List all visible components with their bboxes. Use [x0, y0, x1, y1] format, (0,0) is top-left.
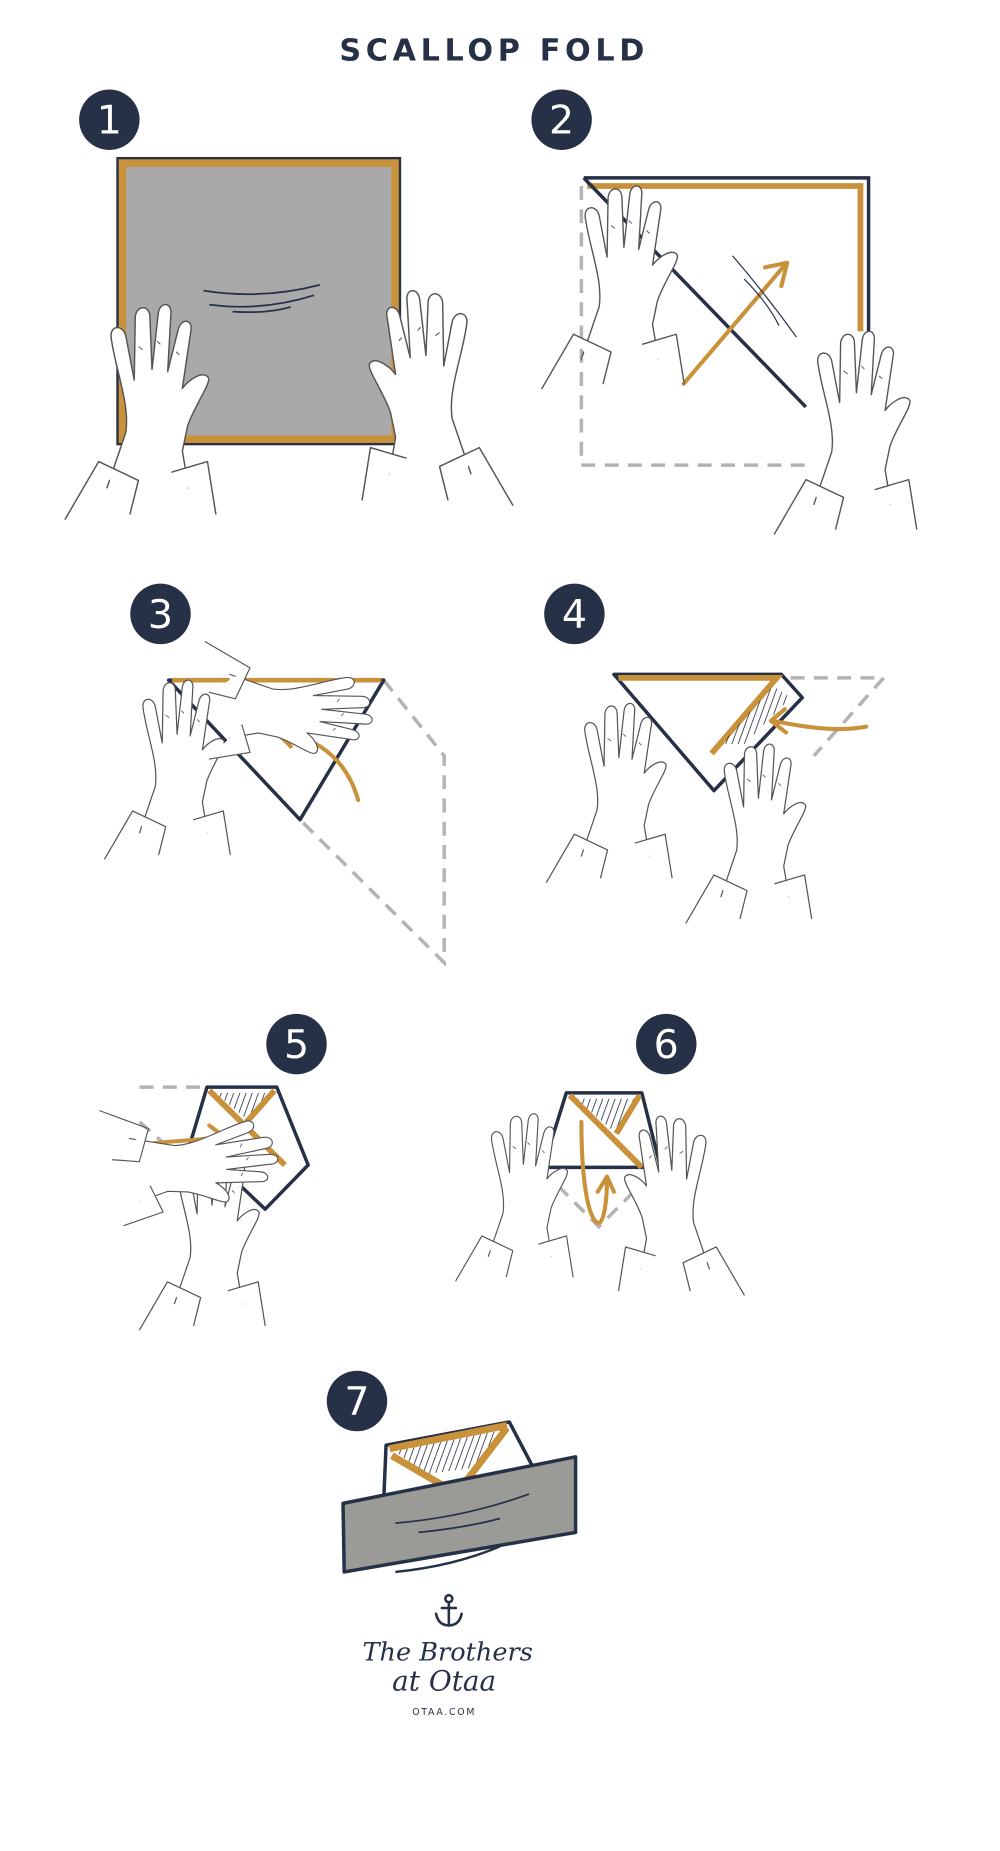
step-badge: 6 — [636, 1013, 697, 1075]
step-badge: 3 — [130, 583, 191, 645]
step-3: 3 — [104, 583, 446, 967]
step-badge: 7 — [326, 1370, 388, 1432]
svg-text:5: 5 — [284, 1022, 309, 1068]
brand-logo: The Brothers at Otaa OTAA.COM — [362, 1593, 533, 1718]
logo-line1: The Brothers — [362, 1637, 532, 1667]
step-7: 7 — [326, 1370, 578, 1574]
page-title: SCALLOP FOLD — [339, 33, 649, 68]
svg-text:2: 2 — [549, 98, 574, 144]
svg-text:4: 4 — [562, 592, 587, 638]
left-hand-icon — [545, 702, 673, 883]
step-badge: 5 — [266, 1013, 327, 1075]
step-badge: 2 — [531, 89, 592, 150]
svg-text:1: 1 — [97, 98, 122, 144]
step-badge: 1 — [79, 89, 140, 150]
logo-url: OTAA.COM — [412, 1707, 476, 1718]
svg-text:3: 3 — [148, 592, 173, 638]
step-5: 5 — [99, 1013, 327, 1331]
logo-line2: at Otaa — [392, 1665, 496, 1698]
svg-text:6: 6 — [654, 1022, 679, 1068]
step-1: 1 — [64, 89, 514, 520]
anchor-icon — [434, 1593, 463, 1627]
step-6: 6 — [455, 1013, 745, 1296]
svg-text:7: 7 — [344, 1379, 369, 1425]
step-badge: 4 — [544, 583, 605, 645]
step-2: 2 — [531, 89, 918, 535]
step-4: 4 — [544, 583, 888, 924]
